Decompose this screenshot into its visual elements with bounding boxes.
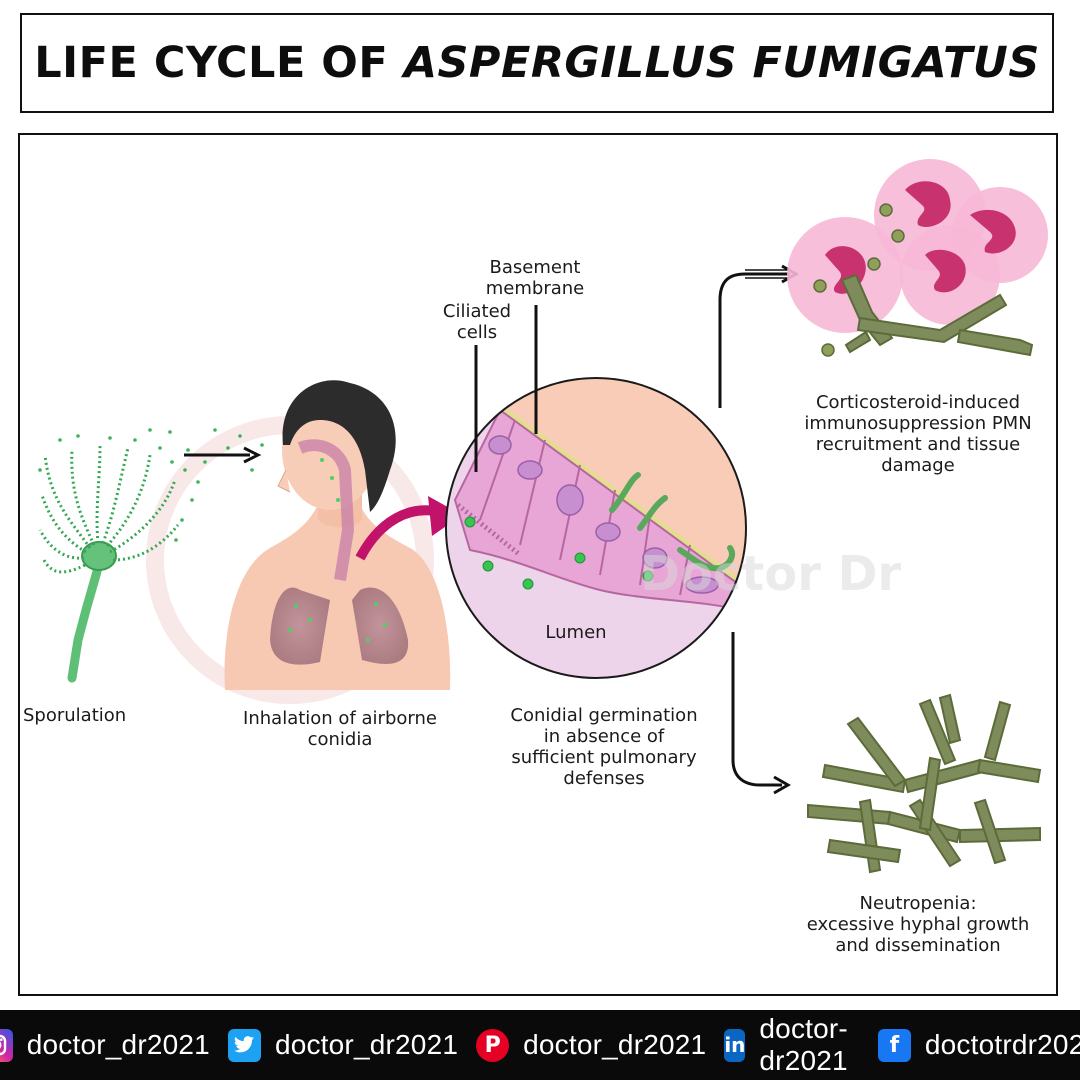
label-cortico-line4: damage <box>881 455 955 476</box>
label-germination: Conidial germination in absence of suffi… <box>482 705 726 789</box>
watermark-text: Doctor Dr <box>640 546 901 602</box>
linkedin-handle: doctor-dr2021 <box>759 1013 848 1076</box>
facebook-icon: f <box>877 1028 911 1062</box>
label-cortico-line3: recruitment and tissue <box>815 434 1021 455</box>
social-facebook[interactable]: f doctotrdr2021 <box>877 1028 1080 1062</box>
page-title: LIFE CYCLE OF ASPERGILLUS FUMIGATUS <box>34 38 1040 88</box>
label-basement-line2: membrane <box>485 278 585 299</box>
arrow-to-airway-head <box>428 496 462 536</box>
arrow-neutropenia <box>731 632 782 787</box>
label-inhalation: Inhalation of airborne conidia <box>220 708 460 750</box>
label-ciliated-line1: Ciliated <box>442 301 512 322</box>
human-figure <box>224 380 451 690</box>
social-pinterest[interactable]: P doctor_dr2021 <box>476 1028 707 1062</box>
pmn-tissue-damage-figure <box>787 159 1048 357</box>
label-cortico-line1: Corticosteroid-induced <box>815 392 1021 413</box>
arrow-inhale-head <box>243 446 262 464</box>
airway-magnified-view <box>445 377 747 679</box>
label-germination-line3: sufficient pulmonary <box>511 747 697 768</box>
label-basement-membrane: Basement membrane <box>470 257 600 299</box>
facebook-handle: doctotrdr2021 <box>924 1029 1080 1060</box>
label-lumen: Lumen <box>545 622 607 643</box>
diagram-panel <box>18 133 1058 996</box>
label-inhalation-line2: conidia <box>307 729 373 750</box>
arrow-immunosuppression <box>718 272 790 408</box>
label-neutropenia: Neutropenia: excessive hyphal growth and… <box>780 893 1056 956</box>
label-ciliated-line2: cells <box>456 322 498 343</box>
title-box: LIFE CYCLE OF ASPERGILLUS FUMIGATUS <box>20 13 1054 113</box>
label-sporulation: Sporulation <box>23 705 127 726</box>
linkedin-icon: in <box>724 1028 746 1062</box>
social-linkedin[interactable]: in doctor-dr2021 <box>724 1013 860 1077</box>
label-inhalation-line1: Inhalation of airborne <box>243 708 437 729</box>
label-neutro-line1: Neutropenia: <box>859 893 977 914</box>
twitter-icon <box>227 1028 261 1062</box>
label-corticosteroid: Corticosteroid-induced immunosuppression… <box>780 392 1056 476</box>
social-twitter[interactable]: doctor_dr2021 <box>227 1028 459 1062</box>
twitter-handle: doctor_dr2021 <box>274 1029 459 1060</box>
label-germination-line1: Conidial germination <box>510 705 698 726</box>
instagram-icon <box>0 1028 13 1062</box>
pinterest-handle: doctor_dr2021 <box>523 1029 707 1060</box>
instagram-handle: doctor_dr2021 <box>26 1029 210 1060</box>
life-cycle-illustration: Doctor Dr <box>38 159 1048 874</box>
label-germination-line4: defenses <box>563 768 645 789</box>
label-ciliated-cells: Ciliated cells <box>422 301 532 343</box>
pinterest-icon: P <box>476 1028 510 1062</box>
title-plain: LIFE CYCLE OF <box>34 38 404 88</box>
label-basement-line1: Basement <box>489 257 581 278</box>
hyphal-network-figure <box>807 693 1042 874</box>
label-neutro-line3: and dissemination <box>835 935 1001 956</box>
conidiophore-figure <box>38 428 264 683</box>
social-footer: doctor_dr2021 doctor_dr2021 P doctor_dr2… <box>0 1010 1080 1080</box>
label-germination-line2: in absence of <box>543 726 665 747</box>
label-cortico-line2: immunosuppression PMN <box>804 413 1032 434</box>
title-italic: ASPERGILLUS FUMIGATUS <box>403 38 1040 88</box>
label-neutro-line2: excessive hyphal growth <box>806 914 1030 935</box>
social-instagram[interactable]: doctor_dr2021 <box>0 1028 210 1062</box>
